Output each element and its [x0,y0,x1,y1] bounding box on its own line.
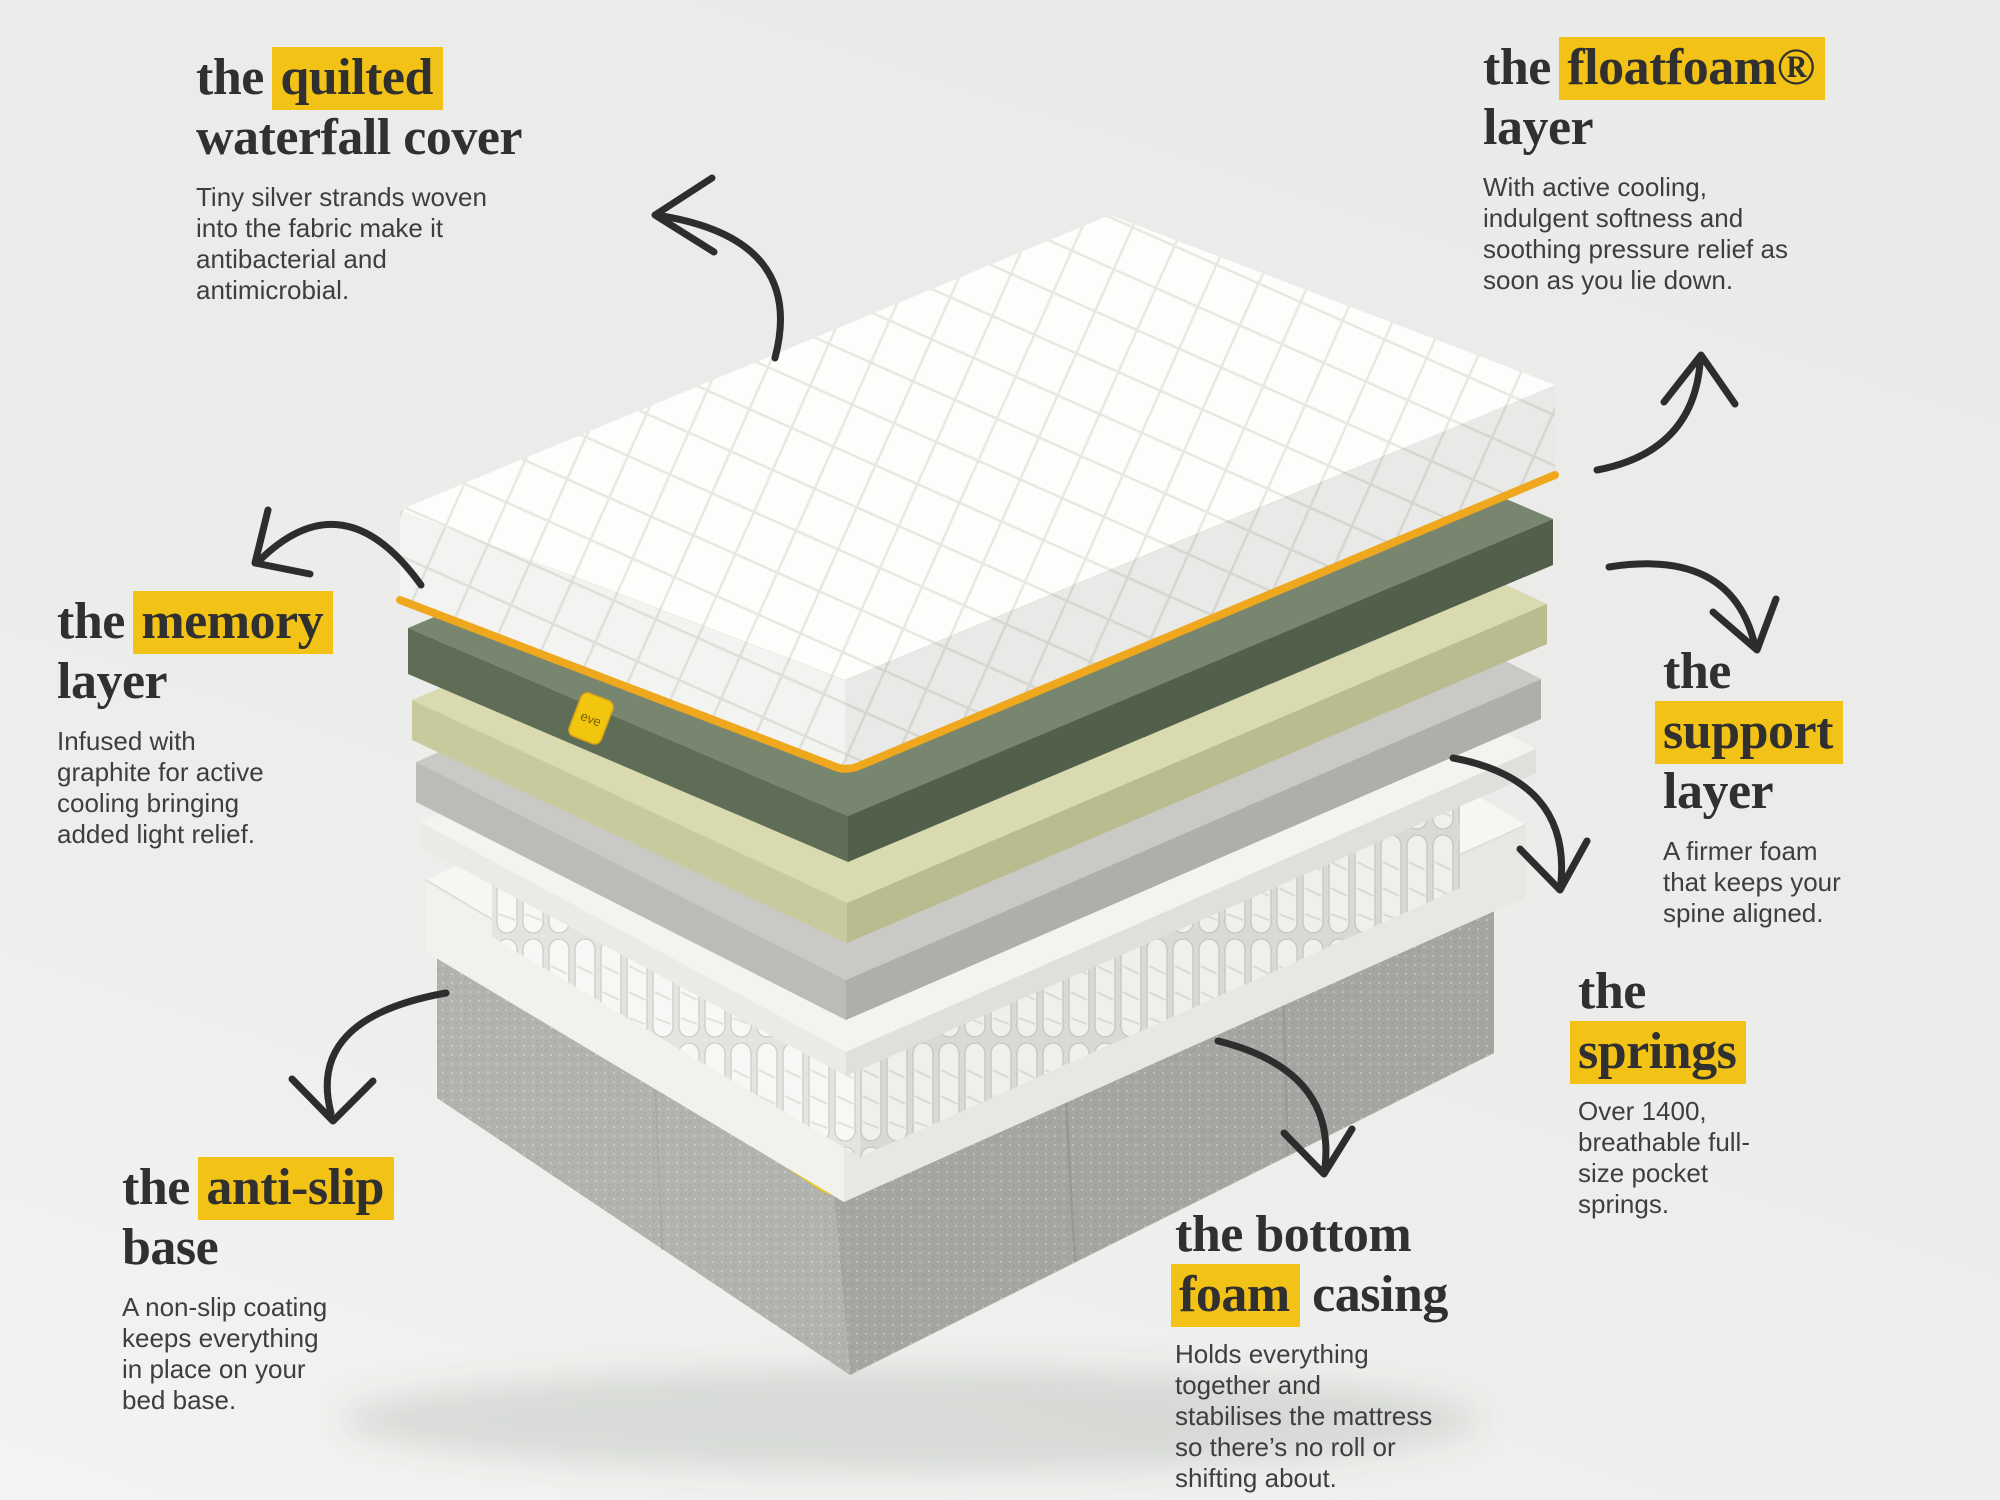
title-highlight: springs [1570,1021,1747,1084]
title-text: casing [1299,1266,1448,1323]
title-text: base [122,1219,219,1276]
title-text: the [196,49,277,106]
title-text: layer [1663,763,1774,820]
label-description: A non-slip coating keeps everything in p… [122,1292,328,1415]
label-description: Holds everything together and stabilises… [1175,1339,1433,1493]
arrow-foam-casing [1214,1037,1356,1178]
arrow-support [1605,560,1780,654]
title-highlight: floatfoam® [1559,37,1825,100]
eve-brand-tag: eve [568,692,614,745]
arrow-quilted-cover [651,174,784,362]
label-foam-casing: the bottom foam casing Holds everything … [1171,1205,1555,1494]
label-support: the support layer A firmer foam that kee… [1655,642,1963,929]
title-text: waterfall cover [196,109,522,166]
title-highlight: foam [1171,1264,1300,1327]
title-text: layer [1483,99,1594,156]
label-memory: the memory layer Infused with graphite f… [57,591,397,850]
floor-shadow [340,1368,1480,1472]
title-text: the bottom [1175,1206,1412,1263]
label-description: With active cooling, indulgent softness … [1483,172,1788,295]
arrow-memory [251,506,425,589]
label-anti-slip: the anti-slip base A non-slip coating ke… [122,1157,482,1416]
title-highlight: anti-slip [198,1157,394,1220]
title-highlight: support [1655,701,1843,764]
arrow-springs [1449,754,1591,894]
label-springs: the springs Over 1400, breathable full- … [1570,962,1878,1220]
arrow-anti-slip [288,989,450,1125]
cover-orange-piping [396,471,1559,773]
label-description: Infused with graphite for active cooling… [57,726,264,849]
title-text: the [1483,39,1564,96]
title-text: the [1578,963,1646,1020]
layer-quilted-cover: eve [396,215,1559,773]
label-description: Over 1400, breathable full- size pocket … [1578,1096,1750,1219]
svg-text:eve: eve [578,708,603,730]
arrow-floatfoam [1593,351,1739,474]
label-quilted-cover: the quilted waterfall cover Tiny silver … [196,47,656,306]
label-description: A firmer foam that keeps your spine alig… [1663,836,1841,928]
title-highlight: quilted [272,47,443,110]
title-highlight: memory [133,591,334,654]
label-description: Tiny silver strands woven into the fabri… [196,182,487,305]
title-text: the [122,1159,203,1216]
title-text: the [57,593,138,650]
annotation-arrows [251,174,1780,1178]
label-floatfoam: the floatfoam® layer With active cooling… [1483,37,1963,296]
title-text: the [1663,643,1731,700]
title-text: layer [57,653,168,710]
